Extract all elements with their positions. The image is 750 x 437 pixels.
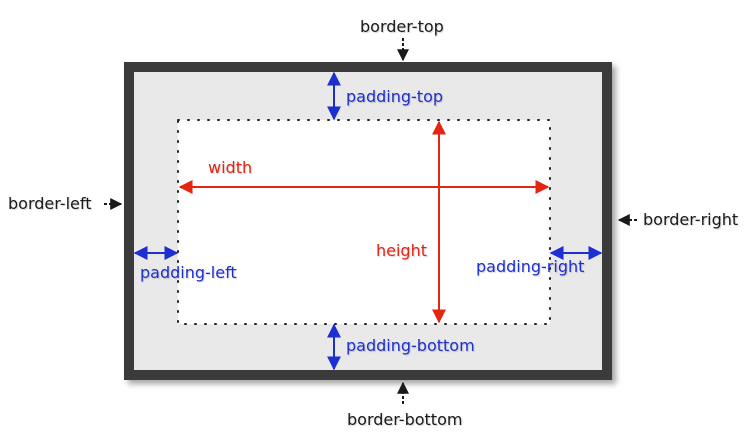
padding-top-label: padding-top	[346, 87, 444, 106]
border-right-label: border-right	[643, 210, 739, 229]
height-label: height	[376, 241, 427, 260]
content-edge	[177, 119, 551, 325]
padding-right-label: padding-right	[476, 257, 585, 276]
padding-bottom-label: padding-bottom	[346, 336, 475, 355]
width-label: width	[208, 158, 253, 177]
border-bottom-label: border-bottom	[347, 410, 463, 429]
content-box	[178, 120, 550, 324]
padding-left-label: padding-left	[140, 263, 237, 282]
border-left-label: border-left	[8, 194, 92, 213]
border-top-label: border-top	[360, 17, 444, 36]
